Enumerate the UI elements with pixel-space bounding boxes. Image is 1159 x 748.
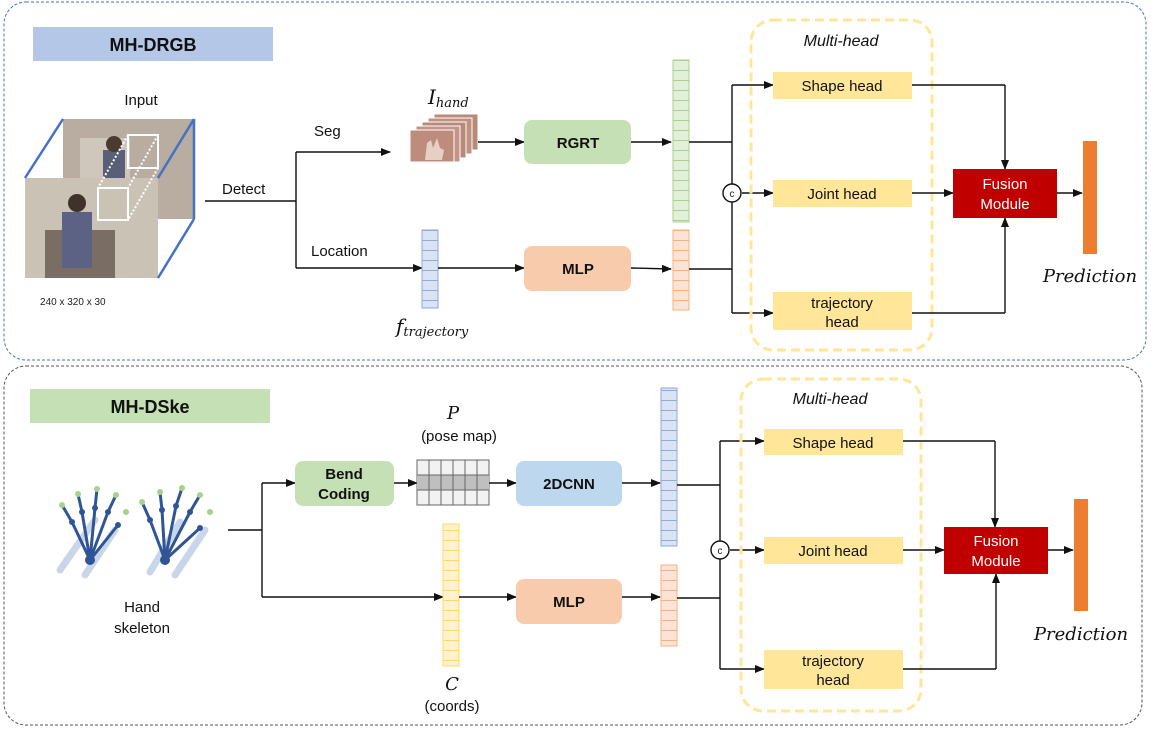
bottom-title-box (30, 389, 270, 423)
top-panel-border (3, 1, 1147, 361)
prediction-bar-top (1083, 141, 1097, 254)
location-label: Location (311, 243, 368, 260)
shape-head-label-bottom: Shape head (793, 435, 874, 452)
mlp-feature-vector-top (672, 229, 690, 311)
concat-node-bottom (710, 540, 730, 560)
trajectory-head-label1-bottom: trajectory (802, 653, 864, 670)
prediction-label-top: Prediction (1042, 266, 1137, 287)
prediction-label-bottom: Prediction (1033, 624, 1128, 645)
coords-feature-vector (442, 523, 460, 667)
top-title-box (33, 27, 273, 61)
mlp-label-bottom: MLP (553, 594, 585, 611)
rgrt-label: RGRT (557, 135, 600, 152)
detect-label: Detect (222, 181, 266, 198)
cnn-feature-vector (660, 387, 678, 547)
rgb-feature-vector (672, 59, 690, 223)
coords-symbol: C (445, 674, 459, 695)
trajectory-feature-vector (421, 229, 439, 309)
pose-map-symbol: P (446, 403, 460, 424)
fusion-label2-top: Module (980, 196, 1029, 213)
pose-map-desc: (pose map) (421, 428, 497, 445)
mlp-feature-vector-bottom (660, 564, 678, 647)
shape-head-top (773, 72, 912, 99)
trajectory-head-top (773, 292, 912, 330)
cnn-label: 2DCNN (543, 476, 595, 493)
concat-symbol-top: c (730, 189, 735, 200)
joint-head-label-top: Joint head (807, 186, 876, 203)
fusion-label1-top: Fusion (982, 176, 1027, 193)
shape-head-label-top: Shape head (802, 78, 883, 95)
pose-map-grid (416, 459, 490, 506)
concat-symbol-bottom: c (718, 546, 723, 557)
joint-head-bottom (764, 537, 903, 564)
input-size: 240 x 320 x 30 (40, 297, 106, 308)
multi-head-title-top: Multi-head (804, 33, 880, 50)
cnn-block (516, 461, 622, 506)
hand-skeleton-illustration (56, 485, 213, 579)
input-video-cube (23, 118, 196, 279)
multi-head-group-top (749, 18, 934, 352)
trajectory-head-label2-top: head (825, 314, 858, 331)
multi-head-group-bottom (739, 377, 923, 713)
mlp-block-bottom (516, 579, 622, 624)
trajectory-head-bottom (764, 650, 903, 689)
rgrt-block (524, 120, 631, 164)
trajectory-head-label1-top: trajectory (811, 295, 873, 312)
fusion-label2-bottom: Module (971, 553, 1020, 570)
mlp-label-top: MLP (562, 261, 594, 278)
bottom-title: MH-DSke (110, 397, 189, 417)
bottom-panel-border (3, 365, 1143, 726)
hand-crop-stack (409, 113, 479, 163)
joint-head-top (773, 180, 912, 207)
coords-desc: (coords) (424, 698, 479, 715)
top-title: MH-DRGB (110, 35, 197, 55)
input-label: Input (124, 92, 158, 109)
concat-node-top (722, 183, 742, 203)
multi-head-title-bottom: Multi-head (793, 391, 869, 408)
hand-skeleton-label2: skeleton (114, 620, 170, 637)
hand-skeleton-label1: Hand (124, 599, 160, 616)
shape-head-bottom (764, 429, 903, 455)
trajectory-head-label2-bottom: head (816, 672, 849, 689)
joint-head-label-bottom: Joint head (798, 543, 867, 560)
seg-label: Seg (314, 123, 341, 140)
bend-coding-block (295, 461, 394, 506)
fusion-label1-bottom: Fusion (973, 533, 1018, 550)
prediction-bar-bottom (1074, 499, 1088, 611)
f-trajectory-symbol: ftrajectory (394, 314, 469, 340)
bend-coding-label2: Coding (318, 486, 370, 503)
bend-coding-label1: Bend (325, 466, 363, 483)
fusion-module-bottom (944, 527, 1048, 574)
mlp-block-top (524, 246, 631, 291)
fusion-module-top (953, 169, 1057, 218)
i-hand-symbol: Ihand (427, 85, 469, 111)
